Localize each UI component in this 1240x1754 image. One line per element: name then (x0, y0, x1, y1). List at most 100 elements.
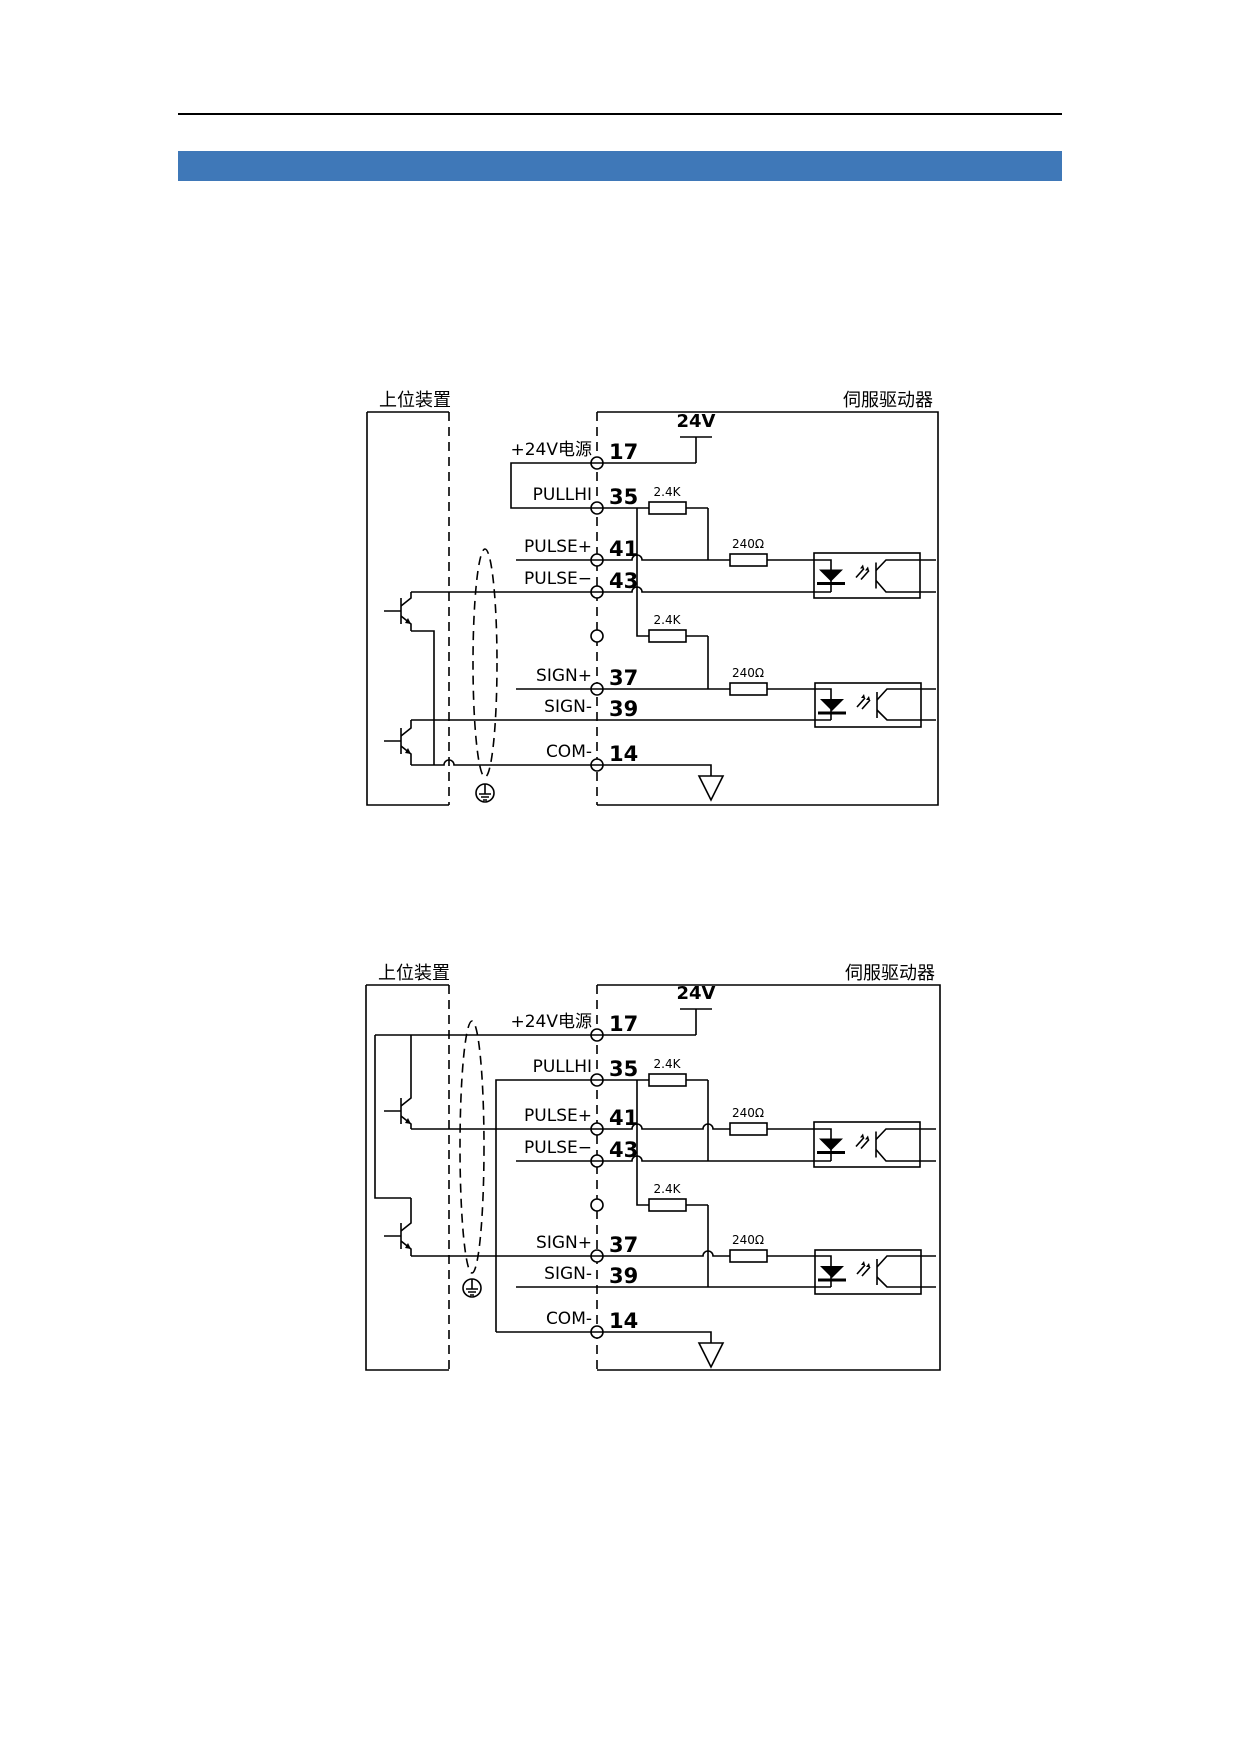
light-arrowheads (861, 694, 870, 700)
phototransistor-emitter (875, 1148, 936, 1162)
pin-number: 17 (609, 440, 638, 464)
emitter-arrow (405, 748, 411, 754)
host-device-label: 上位装置 (379, 390, 451, 411)
optocoupler-icon (814, 1249, 936, 1295)
supply-24v-label: 24V (677, 411, 716, 432)
sign-led-wire (767, 1255, 832, 1287)
supply-24v-rail (680, 436, 712, 463)
supply-24v-rail (680, 1008, 712, 1035)
cable-shield (472, 548, 498, 778)
light-arrowheads (860, 1133, 869, 1140)
pullhi-bus (636, 508, 649, 637)
pin-number: 39 (609, 1264, 638, 1288)
pin-number: 37 (609, 1233, 638, 1257)
pulse-plus-wire (516, 554, 730, 561)
phototransistor-collector (876, 1255, 936, 1268)
pin-number: 35 (609, 1057, 638, 1081)
pin-number: 43 (609, 1138, 638, 1162)
optocoupler-box (814, 682, 922, 728)
pulse-led-wire (767, 559, 832, 592)
emitter-arrow (405, 1118, 411, 1124)
servo-driver-label: 伺服驱动器 (843, 390, 933, 411)
pin-number: 39 (609, 697, 638, 721)
pullup-resistor-2 (648, 629, 687, 643)
earth-ground-icon (475, 783, 495, 803)
transistor-collector (400, 720, 412, 737)
phototransistor-collector (875, 1128, 936, 1141)
series-resistor-value: 240Ω (732, 1106, 764, 1120)
emitter-arrow (405, 618, 411, 624)
signal-label: SIGN+ (536, 1233, 592, 1253)
signal-ground-icon (697, 1342, 725, 1369)
host-box-edge (365, 985, 449, 1371)
host-device-label: 上位装置 (378, 963, 450, 984)
signal-label: COM- (546, 742, 592, 762)
pin-number: 14 (609, 1309, 638, 1333)
pullhi-bus (636, 1080, 649, 1206)
pin-number: 17 (609, 1012, 638, 1036)
section-title-bar (178, 151, 1062, 181)
pullhi-loop-wire (510, 462, 649, 509)
signal-label: +24V电源 (510, 440, 592, 460)
pulse-led-wire (767, 1128, 832, 1161)
phototransistor-emitter (876, 1276, 936, 1288)
transistor-collector (400, 1198, 412, 1232)
sign-led-wire (767, 688, 832, 720)
series-resistor-2 (729, 682, 768, 696)
light-arrows-icon (855, 567, 870, 581)
pin-number: 35 (609, 485, 638, 509)
signal-label: SIGN+ (536, 666, 592, 686)
signal-ground-icon (697, 775, 725, 802)
terminal (590, 1198, 604, 1212)
pin-number: 43 (609, 569, 638, 593)
light-arrows-icon (856, 1264, 871, 1277)
series-resistor-2-value: 240Ω (732, 666, 764, 680)
signal-label: PULSE+ (524, 537, 592, 557)
phototransistor-collector (876, 688, 936, 701)
pin-number: 41 (609, 537, 638, 561)
signal-label: PULLHI (533, 485, 592, 505)
optocoupler-box (813, 552, 921, 599)
transistor-icon (384, 720, 412, 765)
light-arrowheads (860, 564, 869, 571)
pullup-resistor-2-value: 2.4K (654, 1182, 682, 1196)
signal-label: COM- (546, 1309, 592, 1329)
signal-label: +24V电源 (510, 1012, 592, 1032)
light-arrows-icon (855, 1136, 870, 1150)
phototransistor-emitter (876, 709, 936, 721)
transistor-collector (400, 592, 412, 607)
com-wire (411, 759, 712, 776)
pin-number: 41 (609, 1106, 638, 1130)
pullup-resistor (648, 501, 687, 515)
optocoupler-icon (814, 682, 936, 728)
led-icon (820, 699, 844, 711)
pin-number: 37 (609, 666, 638, 690)
signal-label: PULSE+ (524, 1106, 592, 1126)
supply-to-lower-collector (374, 1035, 411, 1199)
optocoupler-icon (813, 552, 936, 599)
pullup-resistor (648, 1073, 687, 1087)
pullup-resistor-2 (648, 1198, 687, 1212)
optocoupler-icon (813, 1121, 936, 1168)
series-resistor-2-value: 240Ω (732, 1233, 764, 1247)
supply-24v-label: 24V (677, 983, 716, 1004)
series-resistor (729, 553, 768, 567)
cable-shield (459, 1020, 485, 1274)
earth-lines (466, 1279, 478, 1296)
pulse-minus-wire (411, 586, 831, 593)
led-icon (820, 1266, 844, 1278)
earth-ground-icon (462, 1278, 482, 1298)
com-wire (496, 1331, 712, 1343)
signal-label: SIGN- (544, 697, 592, 717)
series-resistor-value: 240Ω (732, 537, 764, 551)
emitter-arrow (405, 1243, 411, 1249)
pulse-plus-wire (411, 1123, 730, 1130)
signal-label: PULSE− (524, 569, 592, 589)
signal-label: PULLHI (533, 1057, 592, 1077)
optocoupler-box (814, 1249, 922, 1295)
transistor-emitter (400, 745, 412, 765)
series-resistor (729, 1122, 768, 1136)
driver-box-edge (597, 411, 939, 806)
